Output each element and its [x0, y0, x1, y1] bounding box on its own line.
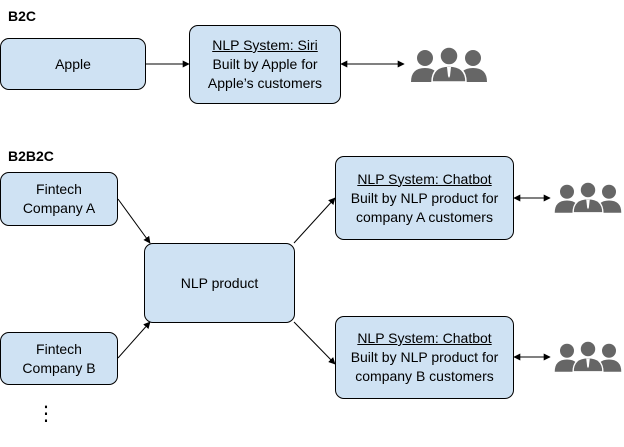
users-group-icon [554, 181, 622, 214]
node-chatbot-a-line1: Built by NLP product for [350, 189, 499, 206]
node-siri-title: NLP System: Siri [212, 37, 318, 53]
edge-nlp-to-chatbot-b [293, 321, 336, 365]
edge-nlp-to-chatbot-a [293, 197, 336, 244]
edge-fintech-b-to-nlp [117, 321, 151, 359]
node-chatbot-b-line2: company B customers [355, 368, 494, 384]
node-apple-label: Apple [55, 55, 91, 72]
node-siri-line1: Built by Apple for [212, 56, 318, 72]
node-apple: Apple [0, 38, 146, 90]
node-fintech-a-line1: Fintech [36, 181, 82, 197]
node-fintech-b-line1: Fintech [36, 340, 82, 357]
users-group-icon [554, 340, 622, 373]
node-chatbot-b-line1: Built by NLP product for [350, 349, 499, 365]
node-fintech-company-a: Fintech Company A [0, 172, 118, 226]
node-nlp-product: NLP product [144, 243, 295, 323]
node-nlp-product-label: NLP product [180, 274, 259, 291]
node-siri-line2: Apple’s customers [207, 75, 323, 91]
users-group-icon [411, 46, 487, 82]
section-label-b2c: B2C [8, 8, 37, 24]
node-fintech-company-b: Fintech Company B [0, 332, 118, 385]
node-fintech-a-line2: Company A [22, 200, 96, 216]
node-chatbot-a-line2: company A customers [356, 208, 493, 225]
section-label-b2b2c: B2B2C [8, 148, 54, 164]
node-nlp-system-siri: NLP System: Siri Built by Apple for Appl… [189, 25, 341, 104]
node-chatbot-b-title: NLP System: Chatbot [357, 330, 492, 346]
more-items-ellipsis: ⋮ [36, 403, 56, 425]
node-chatbot-b: NLP System: Chatbot Built by NLP product… [335, 316, 514, 399]
node-fintech-b-line2: Company B [22, 359, 96, 376]
edge-fintech-a-to-nlp [117, 198, 151, 244]
node-chatbot-a-title: NLP System: Chatbot [357, 170, 492, 187]
node-chatbot-a: NLP System: Chatbot Built by NLP product… [335, 156, 514, 240]
